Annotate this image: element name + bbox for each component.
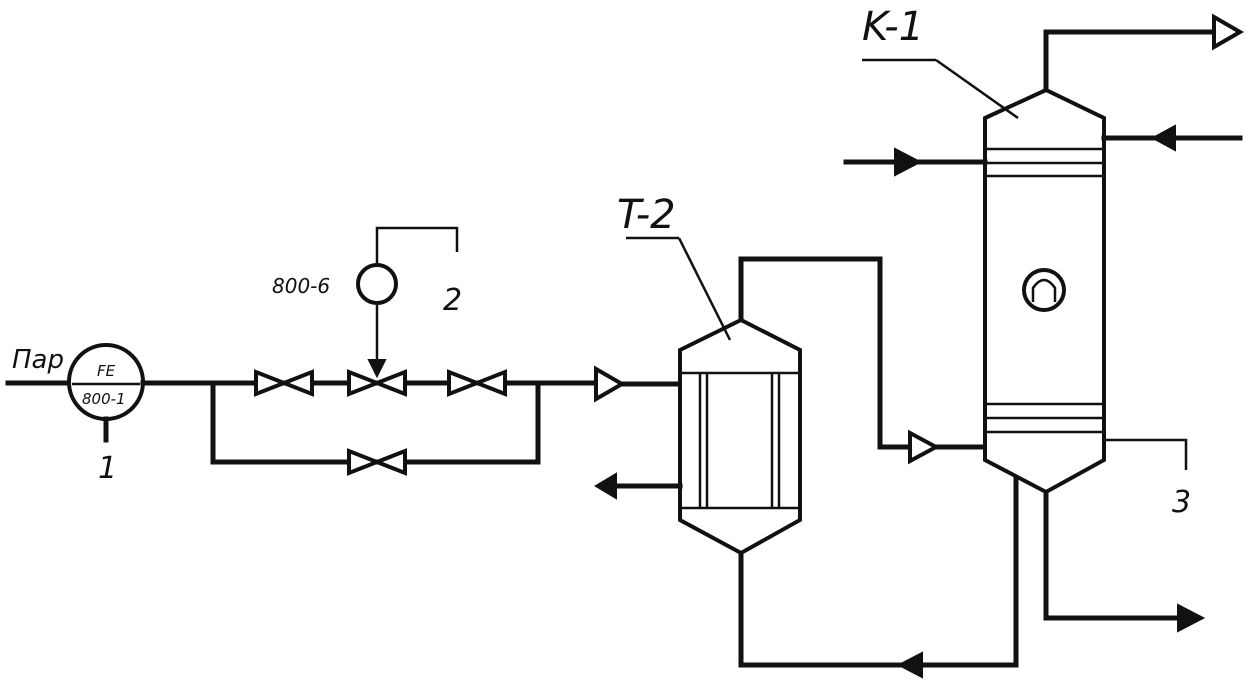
callout-2: 2 xyxy=(443,283,462,318)
bottom-product-line xyxy=(1043,489,1181,621)
control-valve xyxy=(347,369,407,397)
control-loop-800-6: 800-6 2 xyxy=(272,226,462,379)
fe-bottom-label: 800-1 xyxy=(82,390,126,408)
bottom-product-arrow xyxy=(1177,603,1206,633)
callout-3: 3 xyxy=(1172,485,1191,520)
condensate-outlet-arrow xyxy=(594,472,617,500)
exchanger-label: T-2 xyxy=(617,192,676,238)
column-label: K-1 xyxy=(862,4,924,50)
return-arrow xyxy=(896,651,923,679)
column-k-1: K-1 xyxy=(862,4,1106,495)
callout-1: 1 xyxy=(98,451,117,486)
flow-element-fe-800-1: FE 800-1 1 xyxy=(67,343,145,486)
inlet-label: Пар xyxy=(12,345,64,375)
return-line xyxy=(738,474,1019,668)
control-loop-label: 800-6 xyxy=(272,274,330,298)
shutoff-valve-1 xyxy=(254,369,314,397)
vapor-outlet-arrow xyxy=(1212,13,1245,51)
exchanger-to-column-line xyxy=(738,256,913,450)
left-feed-arrow xyxy=(894,147,923,177)
exchanger-inlet-arrow xyxy=(594,365,627,403)
shutoff-valve-2 xyxy=(447,369,507,397)
reflux-arrow xyxy=(1150,124,1176,152)
column-feed-arrow xyxy=(908,429,941,465)
vapor-outlet-line xyxy=(1043,29,1215,93)
bypass-line xyxy=(210,380,541,465)
fe-top-label: FE xyxy=(97,362,116,380)
bypass-valve xyxy=(347,448,407,476)
callout-3-leader xyxy=(1104,438,1188,470)
heat-exchanger-t-2: T-2 xyxy=(617,192,802,556)
